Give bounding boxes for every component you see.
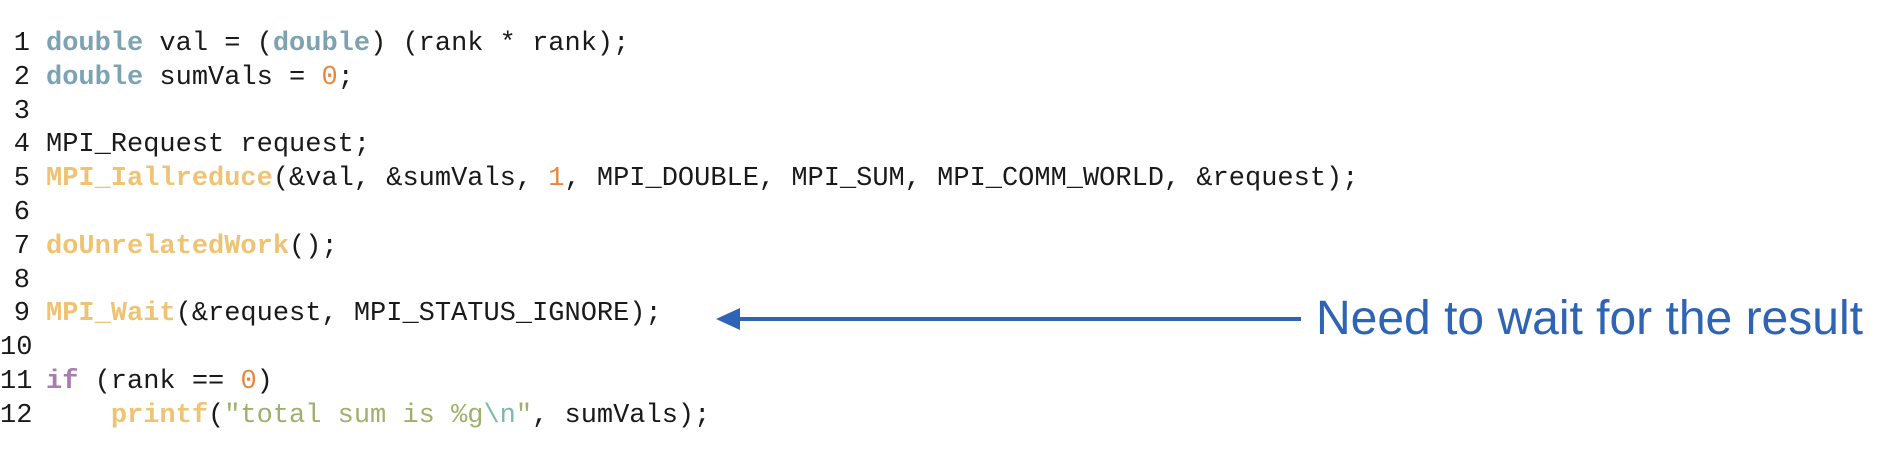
- code-token: ;: [337, 62, 354, 93]
- line-number: 9: [13, 299, 30, 330]
- code-token: ) (rank * rank);: [370, 29, 630, 59]
- code-token: double: [272, 29, 371, 59]
- code-line: 8: [0, 265, 1358, 299]
- code-token: sumVals =: [143, 62, 322, 93]
- code-text: if (rank == 0): [46, 366, 273, 400]
- code-line: 4 MPI_Request request;: [0, 129, 1358, 163]
- code-text: MPI_Iallreduce(&val, &sumVals, 1, MPI_DO…: [46, 163, 1358, 197]
- code-token: ": [515, 400, 533, 431]
- code-token: 0: [240, 366, 257, 397]
- code-token: printf: [110, 400, 209, 431]
- code-token: if: [46, 366, 79, 397]
- code-line: 6: [0, 197, 1358, 231]
- annotation: Need to wait for the result: [716, 295, 1884, 343]
- code-token: "total sum is %g: [224, 400, 484, 431]
- code-token: (&val, &sumVals,: [272, 164, 549, 195]
- code-text: double val = (double) (rank * rank);: [46, 28, 629, 62]
- code-token: double: [46, 29, 144, 59]
- line-number: 10: [0, 333, 33, 364]
- code-line: 10: [0, 332, 1358, 366]
- code-token: [46, 401, 111, 431]
- code-line: 3: [0, 96, 1358, 130]
- code-text: MPI_Wait(&request, MPI_STATUS_IGNORE);: [46, 298, 662, 332]
- line-number: 5: [13, 164, 30, 195]
- line-number: 7: [13, 231, 30, 262]
- code-token: ): [256, 366, 273, 397]
- code-line: 9 MPI_Wait(&request, MPI_STATUS_IGNORE);: [0, 298, 1358, 332]
- code-token: (rank ==: [78, 366, 241, 397]
- line-number: 3: [13, 96, 30, 127]
- code-token: ();: [289, 231, 338, 262]
- code-text: double sumVals = 0;: [46, 62, 354, 96]
- line-number: 8: [13, 265, 30, 296]
- code-token: 1: [548, 164, 565, 195]
- line-number: 6: [13, 197, 30, 228]
- code-text: MPI_Request request;: [46, 129, 370, 163]
- code-token: doUnrelatedWork: [46, 231, 290, 262]
- code-line: 7 doUnrelatedWork();: [0, 231, 1358, 265]
- line-number: 11: [0, 366, 33, 397]
- line-number: 4: [13, 130, 30, 161]
- arrow-left-icon: [716, 308, 1301, 330]
- code-token: (&request, MPI_STATUS_IGNORE);: [175, 299, 662, 330]
- code-token: \n: [483, 400, 516, 431]
- code-line: 2 double sumVals = 0;: [0, 62, 1358, 96]
- code-line: 11 if (rank == 0): [0, 366, 1358, 400]
- code-token: (: [208, 400, 225, 431]
- code-token: , MPI_DOUBLE, MPI_SUM, MPI_COMM_WORLD, &…: [564, 164, 1359, 195]
- code-token: MPI_Wait: [46, 299, 176, 330]
- code-token: val = (: [143, 29, 273, 59]
- line-number: 12: [0, 400, 33, 431]
- code-token: MPI_Iallreduce: [46, 164, 273, 195]
- code-text: printf("total sum is %g\n", sumVals);: [46, 400, 711, 434]
- code-line: 12 printf("total sum is %g\n", sumVals);: [0, 400, 1358, 434]
- code-token: , sumVals);: [532, 400, 711, 431]
- annotation-text: Need to wait for the result: [1316, 292, 1863, 345]
- code-token: 0: [321, 62, 338, 93]
- code-token: double: [46, 62, 144, 93]
- line-number: 2: [13, 62, 30, 93]
- line-number: 1: [13, 29, 30, 59]
- code-line: 5 MPI_Iallreduce(&val, &sumVals, 1, MPI_D…: [0, 163, 1359, 197]
- code-token: MPI_Request request;: [46, 130, 371, 161]
- code-text: doUnrelatedWork();: [46, 231, 338, 265]
